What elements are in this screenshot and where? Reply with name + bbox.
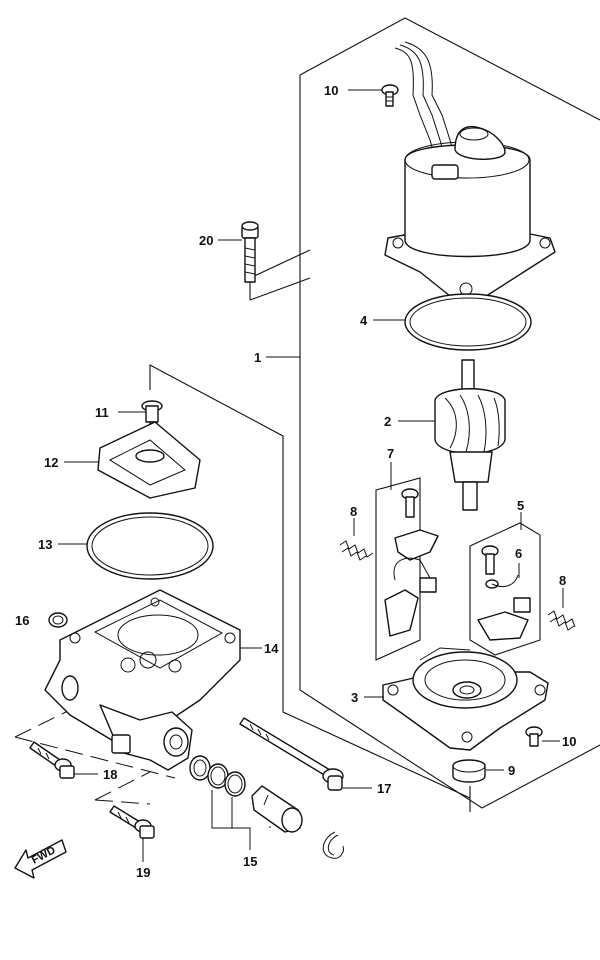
bolt-20 xyxy=(241,221,259,283)
callout-9: 9 xyxy=(508,763,515,778)
callout-13: 13 xyxy=(38,537,52,552)
pump-frame xyxy=(14,364,471,812)
callout-20: 20 xyxy=(199,233,213,248)
spring-8-left xyxy=(339,540,374,561)
callout-6: 6 xyxy=(515,546,522,561)
motor-assembly xyxy=(384,41,556,301)
spring-8-right xyxy=(547,610,576,631)
screw-10-lower xyxy=(525,726,543,747)
o-ring-16 xyxy=(48,612,68,628)
leader-lines xyxy=(58,89,564,862)
callout-18: 18 xyxy=(103,767,117,782)
callout-5: 5 xyxy=(517,498,524,513)
o-ring-4 xyxy=(404,293,532,351)
bolt-18 xyxy=(29,741,75,779)
end-housing-3 xyxy=(382,647,549,751)
callout-3: 3 xyxy=(351,690,358,705)
callout-4: 4 xyxy=(360,313,368,328)
bolt-19 xyxy=(109,805,155,839)
bolt-17 xyxy=(239,717,344,791)
pump-housing-14 xyxy=(44,589,241,771)
callout-16: 16 xyxy=(15,613,29,628)
cover-12 xyxy=(97,421,201,499)
brush-holder-5 xyxy=(469,522,541,656)
callout-15: 15 xyxy=(243,854,257,869)
callout-12: 12 xyxy=(44,455,58,470)
o-ring-13 xyxy=(86,512,214,580)
grommet-9 xyxy=(452,759,486,783)
callout-14: 14 xyxy=(264,641,279,656)
callout-19: 19 xyxy=(136,865,150,880)
callout-8-right: 8 xyxy=(559,573,566,588)
callout-7: 7 xyxy=(387,446,394,461)
assembly-frame xyxy=(249,17,600,809)
valve-kit-15 xyxy=(189,755,344,859)
callout-10-top: 10 xyxy=(324,83,338,98)
brush-holder-7 xyxy=(375,477,439,661)
screw-10-top xyxy=(381,84,399,107)
callout-10-lower: 10 xyxy=(562,734,576,749)
fwd-arrow: FWD xyxy=(14,839,67,879)
callout-2: 2 xyxy=(384,414,391,429)
callout-11: 11 xyxy=(95,405,109,420)
callout-labels: 10 20 4 1 2 7 8 5 6 8 3 10 9 11 12 13 16… xyxy=(15,83,576,880)
callout-8-left: 8 xyxy=(350,504,357,519)
armature-2 xyxy=(434,359,506,511)
callout-17: 17 xyxy=(377,781,391,796)
callout-1: 1 xyxy=(254,350,261,365)
